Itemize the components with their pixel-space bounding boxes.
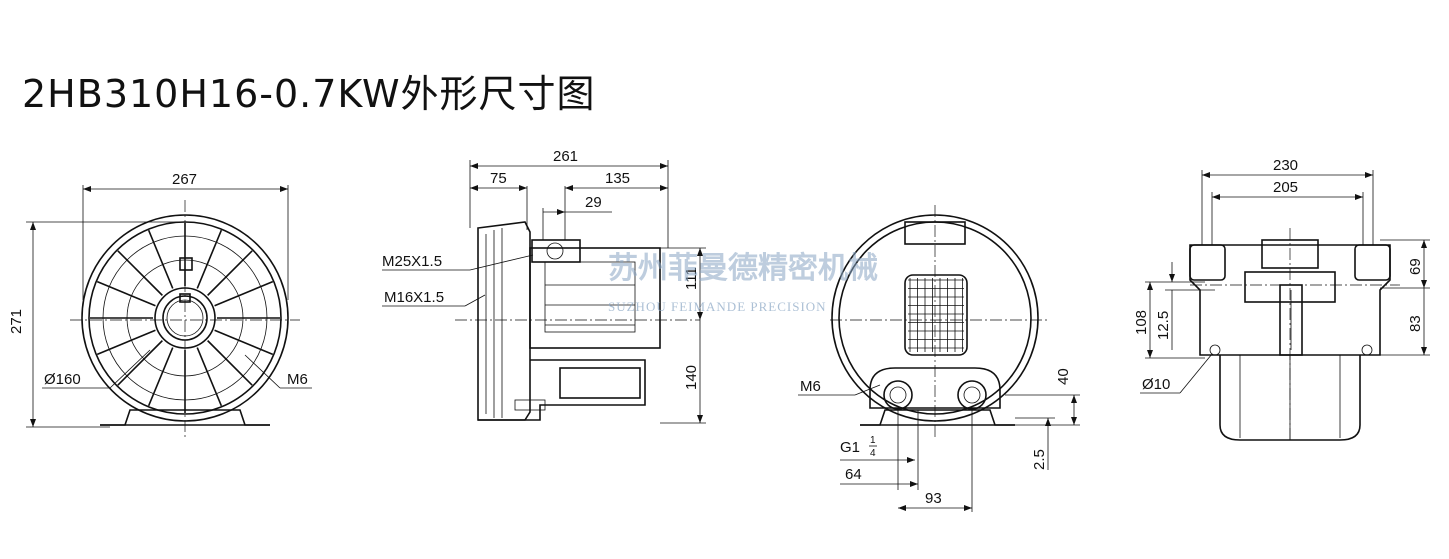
side-thread-2: M16X1.5: [384, 289, 444, 306]
top-dim-125: 12.5: [1155, 311, 1172, 340]
top-dim-108: 108: [1133, 310, 1150, 335]
side-right-dim: 135: [605, 170, 630, 187]
rear-dim-93: 93: [925, 490, 942, 507]
rear-dim-40: 40: [1055, 368, 1072, 385]
front-screw-label: M6: [287, 371, 308, 388]
top-outer-dim: 230: [1273, 157, 1298, 174]
watermark-cn: 苏州菲曼德精密机械: [608, 251, 878, 286]
side-mid-dim: 29: [585, 194, 602, 211]
front-bore-label: Ø160: [44, 371, 81, 388]
top-dim-83: 83: [1407, 315, 1424, 332]
drawing-title: 2HB310H16-0.7KW外形尺寸图: [22, 72, 596, 116]
front-view: 267 271 Ø160 M6: [8, 171, 312, 440]
rear-view: M6 G1 1 4 64 93 40 2.5: [798, 205, 1080, 512]
top-hole-label: Ø10: [1142, 376, 1170, 393]
top-dim-69: 69: [1407, 258, 1424, 275]
front-width-dim: 267: [172, 171, 197, 188]
rear-screw-label: M6: [800, 378, 821, 395]
side-overall-dim: 261: [553, 148, 578, 165]
rear-dim-64: 64: [845, 466, 862, 483]
front-height-dim: 271: [8, 309, 25, 334]
rear-pipe-frac-num: 1: [870, 435, 876, 446]
watermark: 苏州菲曼德精密机械 SUZHOU FEIMANDE PRECISION: [608, 251, 878, 314]
side-left-dim: 75: [490, 170, 507, 187]
rear-pipe-frac-den: 4: [870, 448, 876, 459]
rear-dim-25: 2.5: [1031, 449, 1048, 470]
top-view: 230 205 69 83 108 12.5 Ø10: [1133, 157, 1430, 441]
top-inner-dim: 205: [1273, 179, 1298, 196]
side-height-upper: 111: [683, 267, 700, 290]
side-view: 261 75 135 29 111 140 M25X1.5 M16X1.5: [382, 148, 706, 424]
side-height-lower: 140: [683, 365, 700, 390]
side-thread-1: M25X1.5: [382, 253, 442, 270]
watermark-en: SUZHOU FEIMANDE PRECISION: [608, 299, 827, 314]
rear-pipe-label: G1: [840, 439, 860, 456]
